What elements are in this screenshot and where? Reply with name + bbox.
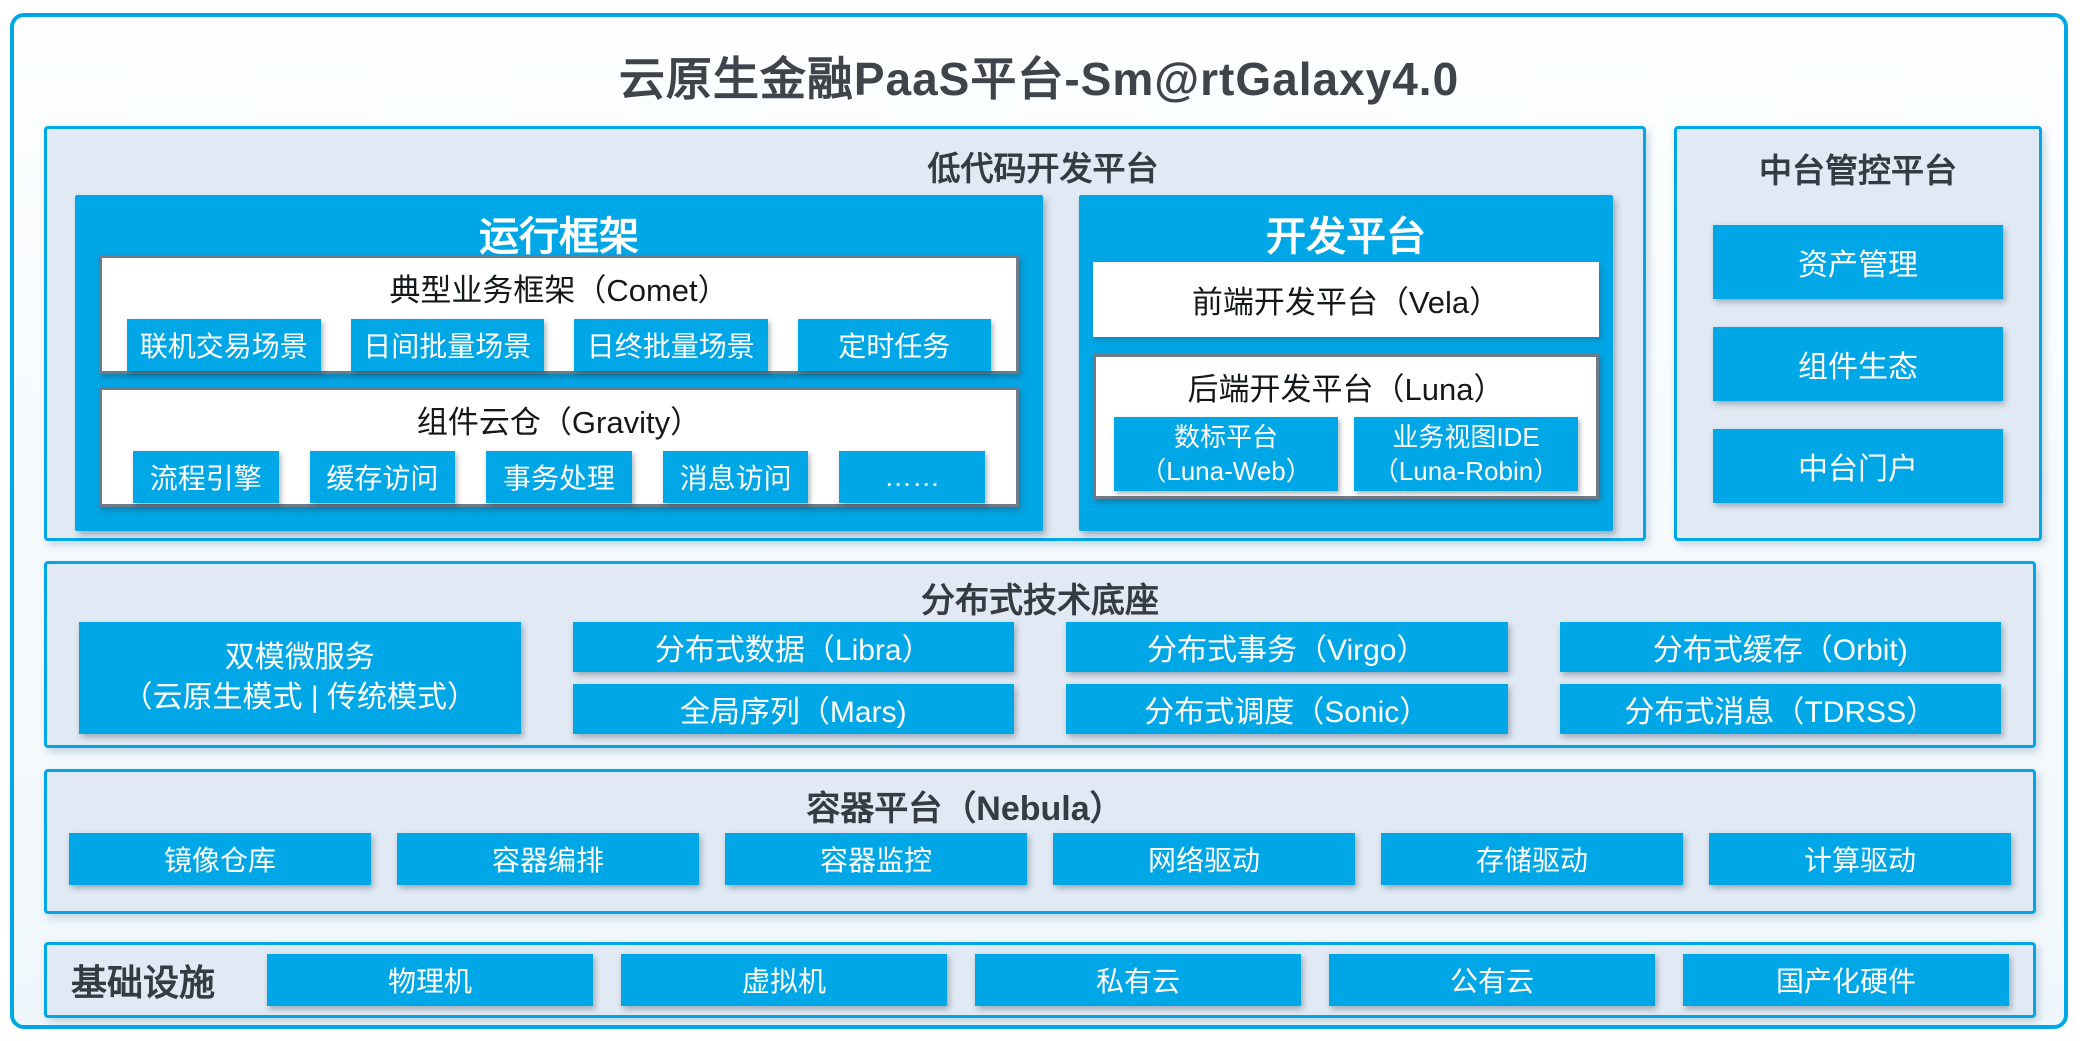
distributed-box: 分布式调度（Sonic） xyxy=(1066,684,1508,734)
distributed-box: 分布式消息（TDRSS） xyxy=(1559,684,2001,734)
dual-mode-line1: 双模微服务 xyxy=(224,641,375,674)
container-platform-title: 容器平台（Nebula） xyxy=(806,790,1124,828)
infrastructure-items: 物理机 虚拟机 私有云 公有云 国产化硬件 xyxy=(267,954,2010,1006)
runtime-framework-title: 运行框架 xyxy=(479,215,639,259)
infrastructure-box: 私有云 xyxy=(975,954,1302,1006)
panel-infrastructure: 基础设施 物理机 虚拟机 私有云 公有云 国产化硬件 xyxy=(44,942,2036,1018)
comet-business-framework-group: 典型业务框架（Comet） 联机交易场景 日间批量场景 日终批量场景 定时任务 xyxy=(99,255,1019,374)
mid-platform-box: 中台门户 xyxy=(1713,429,2003,503)
dev-platform-title: 开发平台 xyxy=(1266,215,1426,259)
luna-title: 后端开发平台（Luna） xyxy=(1187,372,1505,407)
mid-platform-box: 资产管理 xyxy=(1713,225,2003,299)
distributed-title: 分布式技术底座 xyxy=(921,582,1159,620)
container-feature-box: 计算驱动 xyxy=(1709,833,2011,885)
panel-distributed-tech-base: 分布式技术底座 双模微服务 （云原生模式 | 传统模式） 分布式数据（Libra… xyxy=(44,561,2036,748)
infrastructure-box: 国产化硬件 xyxy=(1683,954,2010,1006)
dual-mode-microservice-box: 双模微服务 （云原生模式 | 传统模式） xyxy=(79,622,521,734)
distributed-column: 分布式数据（Libra） 全局序列（Mars) xyxy=(572,622,1014,734)
container-feature-box: 镜像仓库 xyxy=(69,833,371,885)
comet-items-row: 联机交易场景 日间批量场景 日终批量场景 定时任务 xyxy=(102,319,1016,371)
distributed-box: 分布式缓存（Orbit) xyxy=(1559,622,2001,672)
mid-platform-items: 资产管理 组件生态 中台门户 xyxy=(1677,225,2039,503)
luna-robin-name: 业务视图IDE xyxy=(1392,422,1540,452)
diagram-title: 云原生金融PaaS平台-Sm@rtGalaxy4.0 xyxy=(618,53,1460,105)
infrastructure-box: 公有云 xyxy=(1329,954,1656,1006)
gravity-items-row: 流程引擎 缓存访问 事务处理 消息访问 …… xyxy=(102,451,1016,503)
container-feature-box: 存储驱动 xyxy=(1381,833,1683,885)
infrastructure-box: 物理机 xyxy=(267,954,594,1006)
runtime-scenario-box: 日终批量场景 xyxy=(574,319,768,371)
distributed-column: 分布式事务（Virgo） 分布式调度（Sonic） xyxy=(1066,622,1508,734)
runtime-scenario-box: 定时任务 xyxy=(797,319,991,371)
luna-web-name: 数标平台 xyxy=(1173,422,1278,452)
container-feature-box: 容器编排 xyxy=(397,833,699,885)
mid-platform-box: 组件生态 xyxy=(1713,327,2003,401)
gravity-title: 组件云仓（Gravity） xyxy=(416,405,702,440)
mid-platform-title: 中台管控平台 xyxy=(1759,152,1957,189)
gravity-component-warehouse-group: 组件云仓（Gravity） 流程引擎 缓存访问 事务处理 消息访问 …… xyxy=(99,387,1019,507)
distributed-box: 分布式事务（Virgo） xyxy=(1066,622,1508,672)
infrastructure-title: 基础设施 xyxy=(71,962,216,1003)
container-items-row: 镜像仓库 容器编排 容器监控 网络驱动 存储驱动 计算驱动 xyxy=(69,833,2011,885)
luna-robin-box: 业务视图IDE （Luna-Robin） xyxy=(1354,417,1578,491)
dev-platform-group: 开发平台 前端开发平台（Vela） 后端开发平台（Luna） 数标平台 （Lun… xyxy=(1079,195,1613,531)
gravity-component-box: 流程引擎 xyxy=(133,451,279,503)
distributed-box: 全局序列（Mars) xyxy=(572,684,1014,734)
luna-web-code: （Luna-Web） xyxy=(1140,456,1312,486)
runtime-framework-group: 运行框架 典型业务框架（Comet） 联机交易场景 日间批量场景 日终批量场景 … xyxy=(75,195,1043,531)
luna-robin-code: （Luna-Robin） xyxy=(1372,456,1560,486)
diagram-frame: 云原生金融PaaS平台-Sm@rtGalaxy4.0 低代码开发平台 运行框架 … xyxy=(10,13,2068,1029)
panel-container-platform: 容器平台（Nebula） 镜像仓库 容器编排 容器监控 网络驱动 存储驱动 计算… xyxy=(44,769,2036,914)
infrastructure-box: 虚拟机 xyxy=(621,954,948,1006)
distributed-box: 分布式数据（Libra） xyxy=(572,622,1014,672)
runtime-scenario-box: 日间批量场景 xyxy=(350,319,544,371)
luna-web-box: 数标平台 （Luna-Web） xyxy=(1114,417,1338,491)
panel-mid-platform-control: 中台管控平台 资产管理 组件生态 中台门户 xyxy=(1674,126,2042,541)
distributed-grid: 双模微服务 （云原生模式 | 传统模式） 分布式数据（Libra） 全局序列（M… xyxy=(47,622,2033,734)
panel-low-code-platform: 低代码开发平台 运行框架 典型业务框架（Comet） 联机交易场景 日间批量场景… xyxy=(44,126,1646,541)
low-code-platform-title: 低代码开发平台 xyxy=(927,150,1159,187)
vela-frontend-platform-box: 前端开发平台（Vela） xyxy=(1093,262,1599,337)
comet-title: 典型业务框架（Comet） xyxy=(389,273,729,308)
luna-items-row: 数标平台 （Luna-Web） 业务视图IDE （Luna-Robin） xyxy=(1096,417,1596,491)
runtime-scenario-box: 联机交易场景 xyxy=(127,319,321,371)
container-feature-box: 容器监控 xyxy=(725,833,1027,885)
gravity-component-box: 消息访问 xyxy=(662,451,809,503)
gravity-component-box: 缓存访问 xyxy=(309,451,456,503)
luna-backend-platform-group: 后端开发平台（Luna） 数标平台 （Luna-Web） 业务视图IDE （Lu… xyxy=(1093,354,1599,499)
container-feature-box: 网络驱动 xyxy=(1053,833,1355,885)
dual-mode-line2: （云原生模式 | 传统模式） xyxy=(122,681,477,714)
distributed-column: 分布式缓存（Orbit) 分布式消息（TDRSS） xyxy=(1559,622,2001,734)
gravity-component-box: 事务处理 xyxy=(486,451,632,503)
gravity-component-box-ellipsis: …… xyxy=(839,451,985,503)
